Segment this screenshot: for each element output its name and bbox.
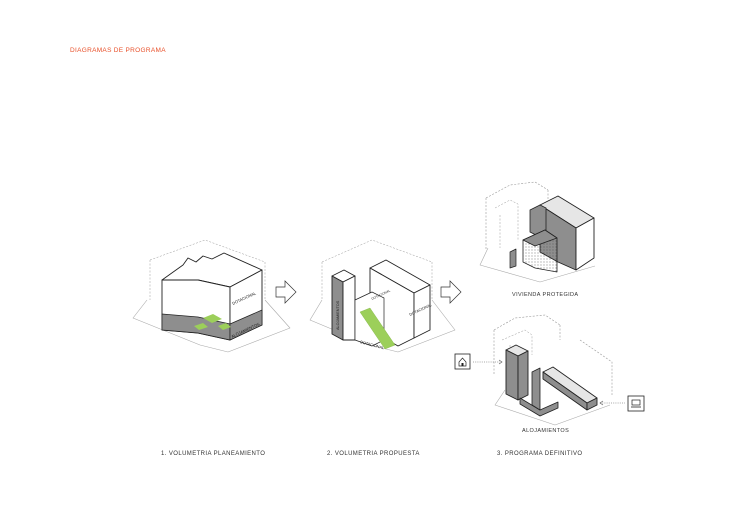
subcaption-vivienda-protegida: VIVIENDA PROTEGIDA bbox=[512, 292, 579, 298]
green-patch bbox=[194, 323, 208, 330]
arrow-icon bbox=[275, 280, 297, 304]
context-dashed bbox=[493, 314, 613, 395]
vivienda-block-side bbox=[575, 217, 595, 271]
site-outline bbox=[132, 299, 291, 353]
vivienda-small-block bbox=[529, 204, 547, 236]
diagram-2-volumetria-propuesta: ALOJAMIENTOS DOTACIONAL DOTACIONAL DOTAC… bbox=[309, 239, 456, 353]
caption-diagram-1: 1. VOLUMETRIA PLANEAMIENTO bbox=[161, 451, 266, 457]
house-icon bbox=[454, 353, 471, 370]
green-patch bbox=[218, 323, 231, 330]
context-dashed bbox=[149, 239, 266, 300]
dotacional-block-side bbox=[413, 284, 431, 339]
green-ramp bbox=[359, 307, 396, 350]
alojamientos-tower-side bbox=[517, 350, 529, 401]
site-outline bbox=[309, 299, 456, 353]
context-dashed bbox=[321, 239, 433, 300]
diagram-1-volumetria-planeamiento: DOTACIONAL ALOJAMIENTOS bbox=[132, 239, 291, 353]
diagram-3-vivienda-protegida bbox=[479, 181, 596, 283]
vivienda-pillar bbox=[509, 248, 517, 269]
laptop-icon bbox=[627, 395, 645, 412]
context-dashed bbox=[485, 181, 549, 250]
green-patch bbox=[203, 314, 222, 323]
label-dotacional-center: DOTACIONAL bbox=[360, 340, 385, 350]
alojamientos-tower-front bbox=[505, 349, 519, 401]
context-dashed bbox=[494, 199, 519, 248]
diagram-3-alojamientos bbox=[493, 314, 613, 426]
arrow-head-icon bbox=[498, 359, 503, 365]
site-outline bbox=[494, 389, 611, 426]
subcaption-alojamientos: ALOJAMIENTOS bbox=[522, 428, 569, 434]
alojamientos-block-side bbox=[342, 275, 356, 341]
page-title: DIAGRAMAS DE PROGRAMA bbox=[70, 47, 166, 54]
caption-diagram-2: 2. VOLUMETRIA PROPUESTA bbox=[327, 451, 420, 457]
vivienda-dotted-top bbox=[522, 229, 558, 247]
arrow-head-icon bbox=[599, 400, 604, 406]
caption-diagram-3: 3. PROGRAMA DEFINITIVO bbox=[497, 451, 583, 457]
alojamientos-mid-bar bbox=[531, 367, 541, 411]
site-outline bbox=[479, 247, 596, 283]
arrow-icon bbox=[440, 280, 462, 304]
alojamientos-slab-side bbox=[586, 397, 598, 411]
label-alojamientos: ALOJAMIENTOS bbox=[336, 300, 340, 330]
alojamientos-band-right bbox=[229, 309, 263, 341]
